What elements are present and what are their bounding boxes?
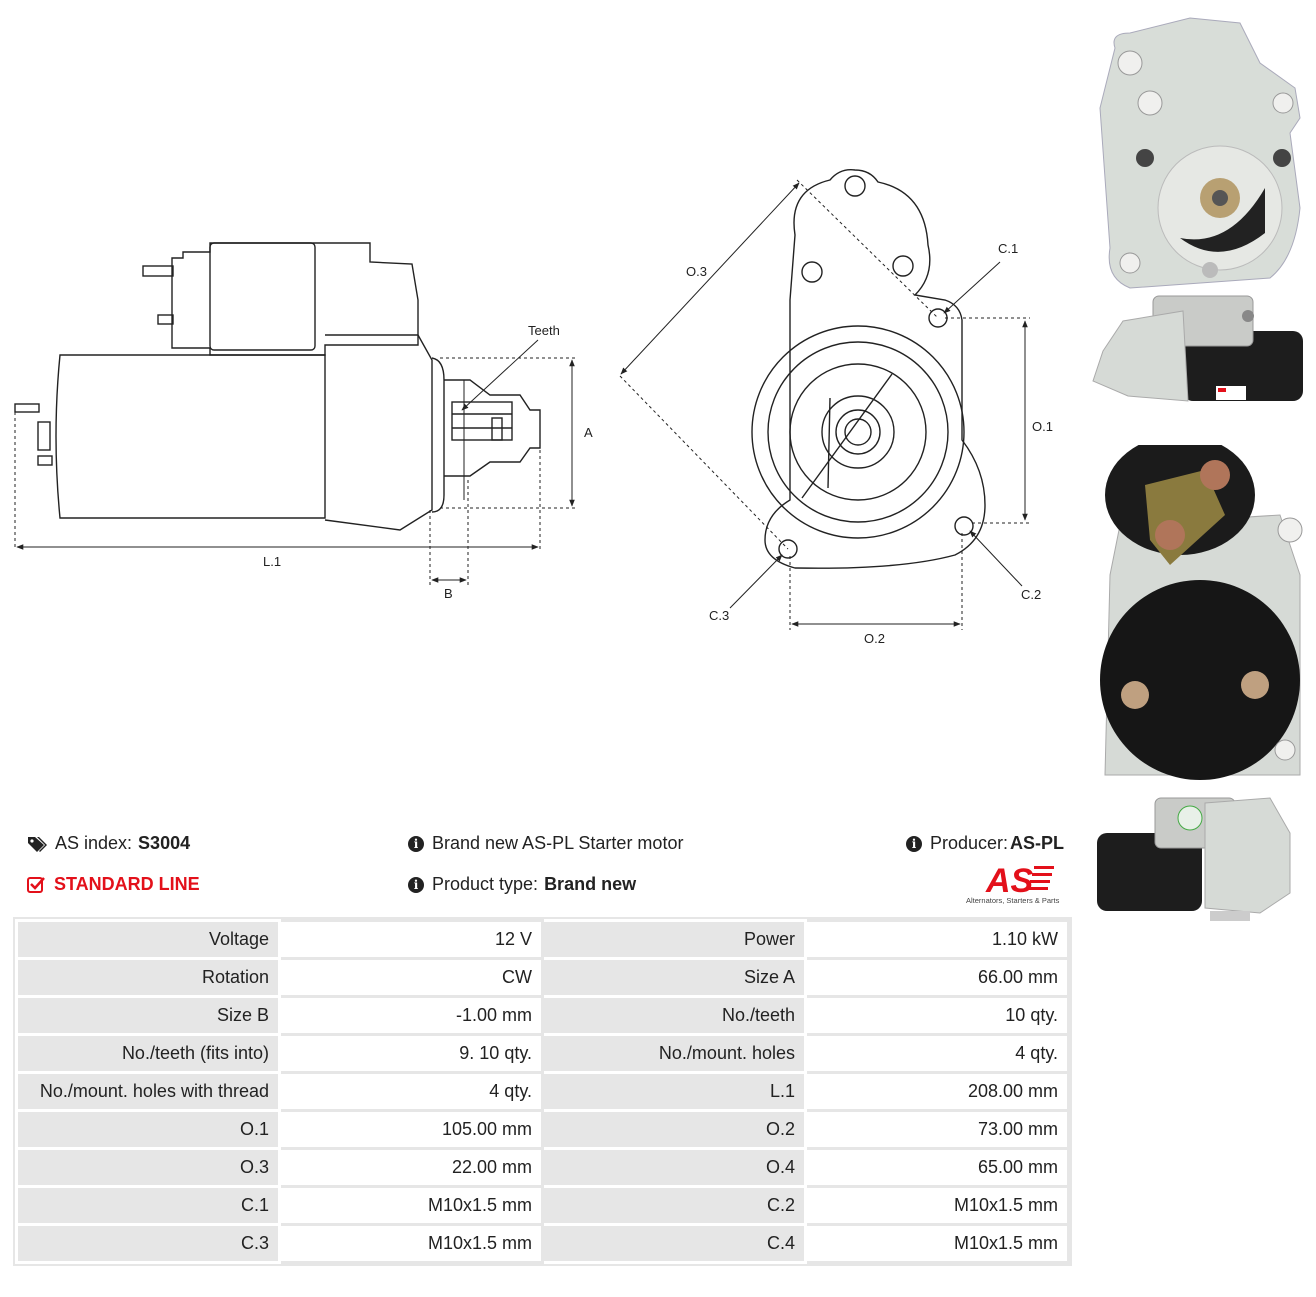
technical-drawing: Teeth A L.1 B xyxy=(0,0,1080,680)
label-a: A xyxy=(584,425,593,440)
spec-label: Power xyxy=(541,919,807,960)
spec-value: 66.00 mm xyxy=(804,957,1070,998)
spec-value: M10x1.5 mm xyxy=(278,1185,544,1226)
spec-label: O.2 xyxy=(541,1109,807,1150)
spec-label: O.3 xyxy=(15,1147,281,1188)
producer: i Producer: AS-PL xyxy=(906,833,1064,854)
spec-value: M10x1.5 mm xyxy=(804,1223,1070,1264)
spec-label: Size B xyxy=(15,995,281,1036)
spec-label: C.1 xyxy=(15,1185,281,1226)
spec-label: Rotation xyxy=(15,957,281,998)
spec-label: O.4 xyxy=(541,1147,807,1188)
spec-value: 1.10 kW xyxy=(804,919,1070,960)
description: i Brand new AS-PL Starter motor xyxy=(408,833,683,854)
side-dimensions xyxy=(14,339,576,585)
spec-value: M10x1.5 mm xyxy=(278,1223,544,1264)
producer-label: Producer: xyxy=(930,833,1009,853)
spec-label: No./mount. holes with thread xyxy=(15,1071,281,1112)
as-logo: AS Alternators, Starters & Parts xyxy=(966,862,1070,908)
product-info: AS index: S3004 STANDARD LINE i Brand ne… xyxy=(0,820,1080,915)
label-b: B xyxy=(444,586,453,601)
spec-label: O.1 xyxy=(15,1109,281,1150)
spec-value: 4 qty. xyxy=(278,1071,544,1112)
as-index-label: AS index: xyxy=(55,833,133,853)
spec-label: C.4 xyxy=(541,1223,807,1264)
label-o1: O.1 xyxy=(1032,419,1053,434)
spec-value: 208.00 mm xyxy=(804,1071,1070,1112)
label-o2: O.2 xyxy=(864,631,885,646)
label-c3: C.3 xyxy=(709,608,729,623)
spec-value: CW xyxy=(278,957,544,998)
spec-value: 65.00 mm xyxy=(804,1147,1070,1188)
product-type: i Product type: Brand new xyxy=(408,874,636,895)
label-c2: C.2 xyxy=(1021,587,1041,602)
info-icon: i xyxy=(408,876,424,893)
spec-value: 105.00 mm xyxy=(278,1109,544,1150)
product-type-label: Product type: xyxy=(432,874,539,894)
label-teeth: Teeth xyxy=(528,323,560,338)
spec-value: 10 qty. xyxy=(804,995,1070,1036)
spec-value: 22.00 mm xyxy=(278,1147,544,1188)
info-icon: i xyxy=(906,835,922,852)
spec-label: No./teeth (fits into) xyxy=(15,1033,281,1074)
spec-label: Voltage xyxy=(15,919,281,960)
spec-value: -1.00 mm xyxy=(278,995,544,1036)
producer-value: AS-PL xyxy=(1010,833,1065,853)
table-row: No./teeth (fits into)9. 10 qty.No./mount… xyxy=(15,1033,1070,1074)
tag-icon xyxy=(28,836,47,852)
photo-front-flange xyxy=(1099,17,1301,289)
spec-label: C.2 xyxy=(541,1185,807,1226)
as-index: AS index: S3004 xyxy=(27,833,190,854)
label-c1: C.1 xyxy=(998,241,1018,256)
logo-text: AS xyxy=(985,862,1034,896)
spec-label: C.3 xyxy=(15,1223,281,1264)
front-view xyxy=(751,169,986,569)
spec-label: Size A xyxy=(541,957,807,998)
photo-side-view xyxy=(1092,295,1303,402)
side-view xyxy=(14,242,541,531)
info-icon: i xyxy=(408,835,424,852)
product-type-value: Brand new xyxy=(544,874,637,894)
logo-tagline: Alternators, Starters & Parts xyxy=(966,896,1060,905)
label-l1: L.1 xyxy=(263,554,281,569)
photo-side-view-alt xyxy=(1097,797,1291,921)
label-o3: O.3 xyxy=(686,264,707,279)
spec-label: No./mount. holes xyxy=(541,1033,807,1074)
standard-line-label: STANDARD LINE xyxy=(54,874,200,894)
spec-value: 9. 10 qty. xyxy=(278,1033,544,1074)
spec-value: 4 qty. xyxy=(804,1033,1070,1074)
standard-line: STANDARD LINE xyxy=(27,874,200,895)
checkbox-checked-icon xyxy=(27,877,45,893)
front-dimensions xyxy=(619,179,1030,630)
as-index-value: S3004 xyxy=(138,833,191,853)
photo-rear-view xyxy=(1100,445,1303,780)
spec-label: No./teeth xyxy=(541,995,807,1036)
spec-value: M10x1.5 mm xyxy=(804,1185,1070,1226)
spec-label: L.1 xyxy=(541,1071,807,1112)
spec-value: 12 V xyxy=(278,919,544,960)
description-text: Brand new AS-PL Starter motor xyxy=(432,833,684,853)
spec-value: 73.00 mm xyxy=(804,1109,1070,1150)
